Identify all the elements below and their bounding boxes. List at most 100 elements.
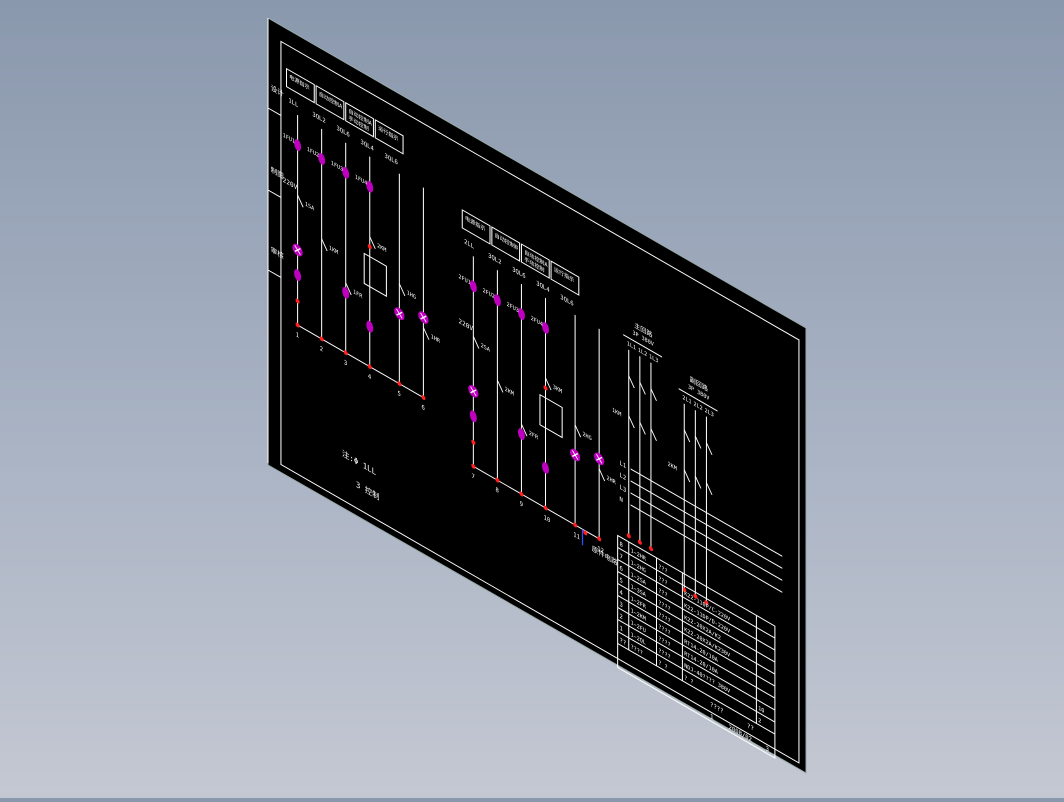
revision-node <box>583 530 588 536</box>
circuit-a-header-box <box>345 101 374 138</box>
phase-node <box>693 593 698 599</box>
circuit-b-interlock-box <box>539 393 563 439</box>
parts-table-row-rule <box>617 594 775 687</box>
circuit-a-contact <box>422 327 430 340</box>
circuit-b-contact-label: 3KM <box>553 384 563 395</box>
parts-table-cell-no: 5 <box>620 577 624 586</box>
lamp-cross <box>420 315 427 320</box>
phase-node <box>626 533 631 539</box>
main-device-label: 2KM <box>668 461 678 472</box>
circuit-a-node <box>295 298 300 304</box>
circuit-b-contact <box>496 380 504 393</box>
circuit-b-terminal-number: 9 <box>520 500 524 509</box>
circuit-b-header-box <box>520 243 550 279</box>
circuit-a-terminal-number: 2 <box>320 345 324 354</box>
circuit-a-relay-coil <box>366 320 374 333</box>
circuit-a-contact-label: 2KM <box>377 243 387 254</box>
contactor-contact <box>705 482 713 495</box>
circuit-a-terminal-node <box>367 364 372 370</box>
circuit-b-header-box <box>491 226 521 262</box>
bus-label: L1 <box>620 460 627 471</box>
bus-line <box>630 480 783 569</box>
parts-table-cell-no: 1 <box>620 625 624 634</box>
circuit-b-neutral-bus <box>473 465 600 540</box>
circuit-b-fuse-symbol <box>517 308 525 320</box>
main-device-label: 1KM <box>612 407 622 418</box>
parts-table-cell-no: ?? <box>620 637 627 648</box>
phase-label: 2L2 <box>694 401 703 412</box>
parts-table-row-rule <box>617 630 775 723</box>
contactor-contact <box>628 415 635 429</box>
circuit-b-top-label: 2LL <box>464 238 474 251</box>
breaker-contact <box>628 375 635 389</box>
circuit-a-contact <box>398 283 406 296</box>
lamp-cross <box>596 456 603 461</box>
circuit-a-header-box <box>315 84 345 121</box>
circuit-a-fuse-symbol <box>366 180 374 193</box>
circuit-a-terminal-node <box>421 395 426 401</box>
parts-table-cell-no: 7 <box>620 553 624 562</box>
parts-table-border <box>617 534 776 759</box>
circuit-b-fuse-symbol <box>493 294 501 307</box>
parts-table-cell-no: 6 <box>620 565 624 574</box>
circuit-b-contact <box>520 423 528 437</box>
breaker-contact <box>650 388 657 401</box>
circuit-b-node <box>543 385 548 391</box>
circuit-b-fuse-symbol <box>469 280 477 293</box>
parts-table-cell-no: 8 <box>620 541 624 550</box>
inner-border <box>280 40 800 764</box>
circuit-a-relay-coil <box>342 286 350 299</box>
parts-table-cell-qty: 10 <box>758 706 765 716</box>
bus-line <box>630 492 783 581</box>
circuit-b-terminal-number: 7 <box>472 472 476 481</box>
side-divider <box>268 189 281 199</box>
circuit-a-contact-label: 1SA <box>305 201 315 212</box>
circuit-b-contact <box>472 336 480 349</box>
title-block-label: ?? <box>747 722 754 733</box>
circuit-b-terminal-node <box>495 477 500 483</box>
phase-label: 1L2 <box>638 347 647 358</box>
circuit-b-contact <box>598 468 606 482</box>
side-divider <box>268 107 281 117</box>
parts-table-row-rule <box>617 618 775 711</box>
circuit-b-contact-label: 2KM <box>505 387 515 398</box>
circuit-a-contact-label: 1HG <box>407 290 417 301</box>
circuit-a-neutral-bus <box>297 324 424 399</box>
circuit-a-top-label: 1LL <box>288 97 298 110</box>
circuit-b-contact-label: 2SA <box>481 343 491 354</box>
main-circuit-bracket <box>678 388 718 412</box>
bus-line <box>630 468 783 557</box>
circuit-a-terminal-number: 3 <box>344 359 348 368</box>
parts-table-cell-name: ??? <box>658 564 667 575</box>
circuit-b-header-box <box>550 260 580 296</box>
circuit-a-header-box <box>374 118 404 155</box>
phase-node <box>648 546 653 552</box>
circuit-a-contact <box>321 238 328 252</box>
circuit-b-contact <box>574 424 582 438</box>
parts-table-cell-spec: ? ? <box>684 675 693 686</box>
breaker-contact <box>639 382 646 395</box>
circuit-b-terminal-number: 10 <box>544 514 551 525</box>
circuit-a-contact <box>297 194 304 208</box>
contactor-contact <box>694 476 702 489</box>
circuit-a-interlock-box <box>363 252 387 298</box>
circuit-a-fuse-symbol <box>294 139 302 151</box>
title-block-sheet-count: 3 <box>766 745 770 754</box>
phase-node <box>637 539 642 545</box>
bus-label: N <box>620 496 624 505</box>
phase-label: 2L3 <box>705 408 714 419</box>
circuit-b-terminal-node <box>471 463 476 469</box>
parts-table-row-rule <box>617 606 775 699</box>
circuit-a-contact-label: 1HR <box>431 334 441 345</box>
circuit-a-terminal-node <box>343 350 348 356</box>
parts-table-cell-name: ??? <box>658 576 667 587</box>
breaker-contact <box>683 429 691 443</box>
lamp-cross <box>294 248 301 253</box>
circuit-b-contact-label: 2HR <box>607 475 617 486</box>
circuit-a-fuse-symbol <box>342 166 350 179</box>
circuit-a-terminal-number: 5 <box>398 390 402 399</box>
circuit-a-contact-label: 1KM <box>329 245 339 256</box>
lamp-cross <box>470 389 477 394</box>
circuit-b-relay-coil <box>517 428 525 440</box>
